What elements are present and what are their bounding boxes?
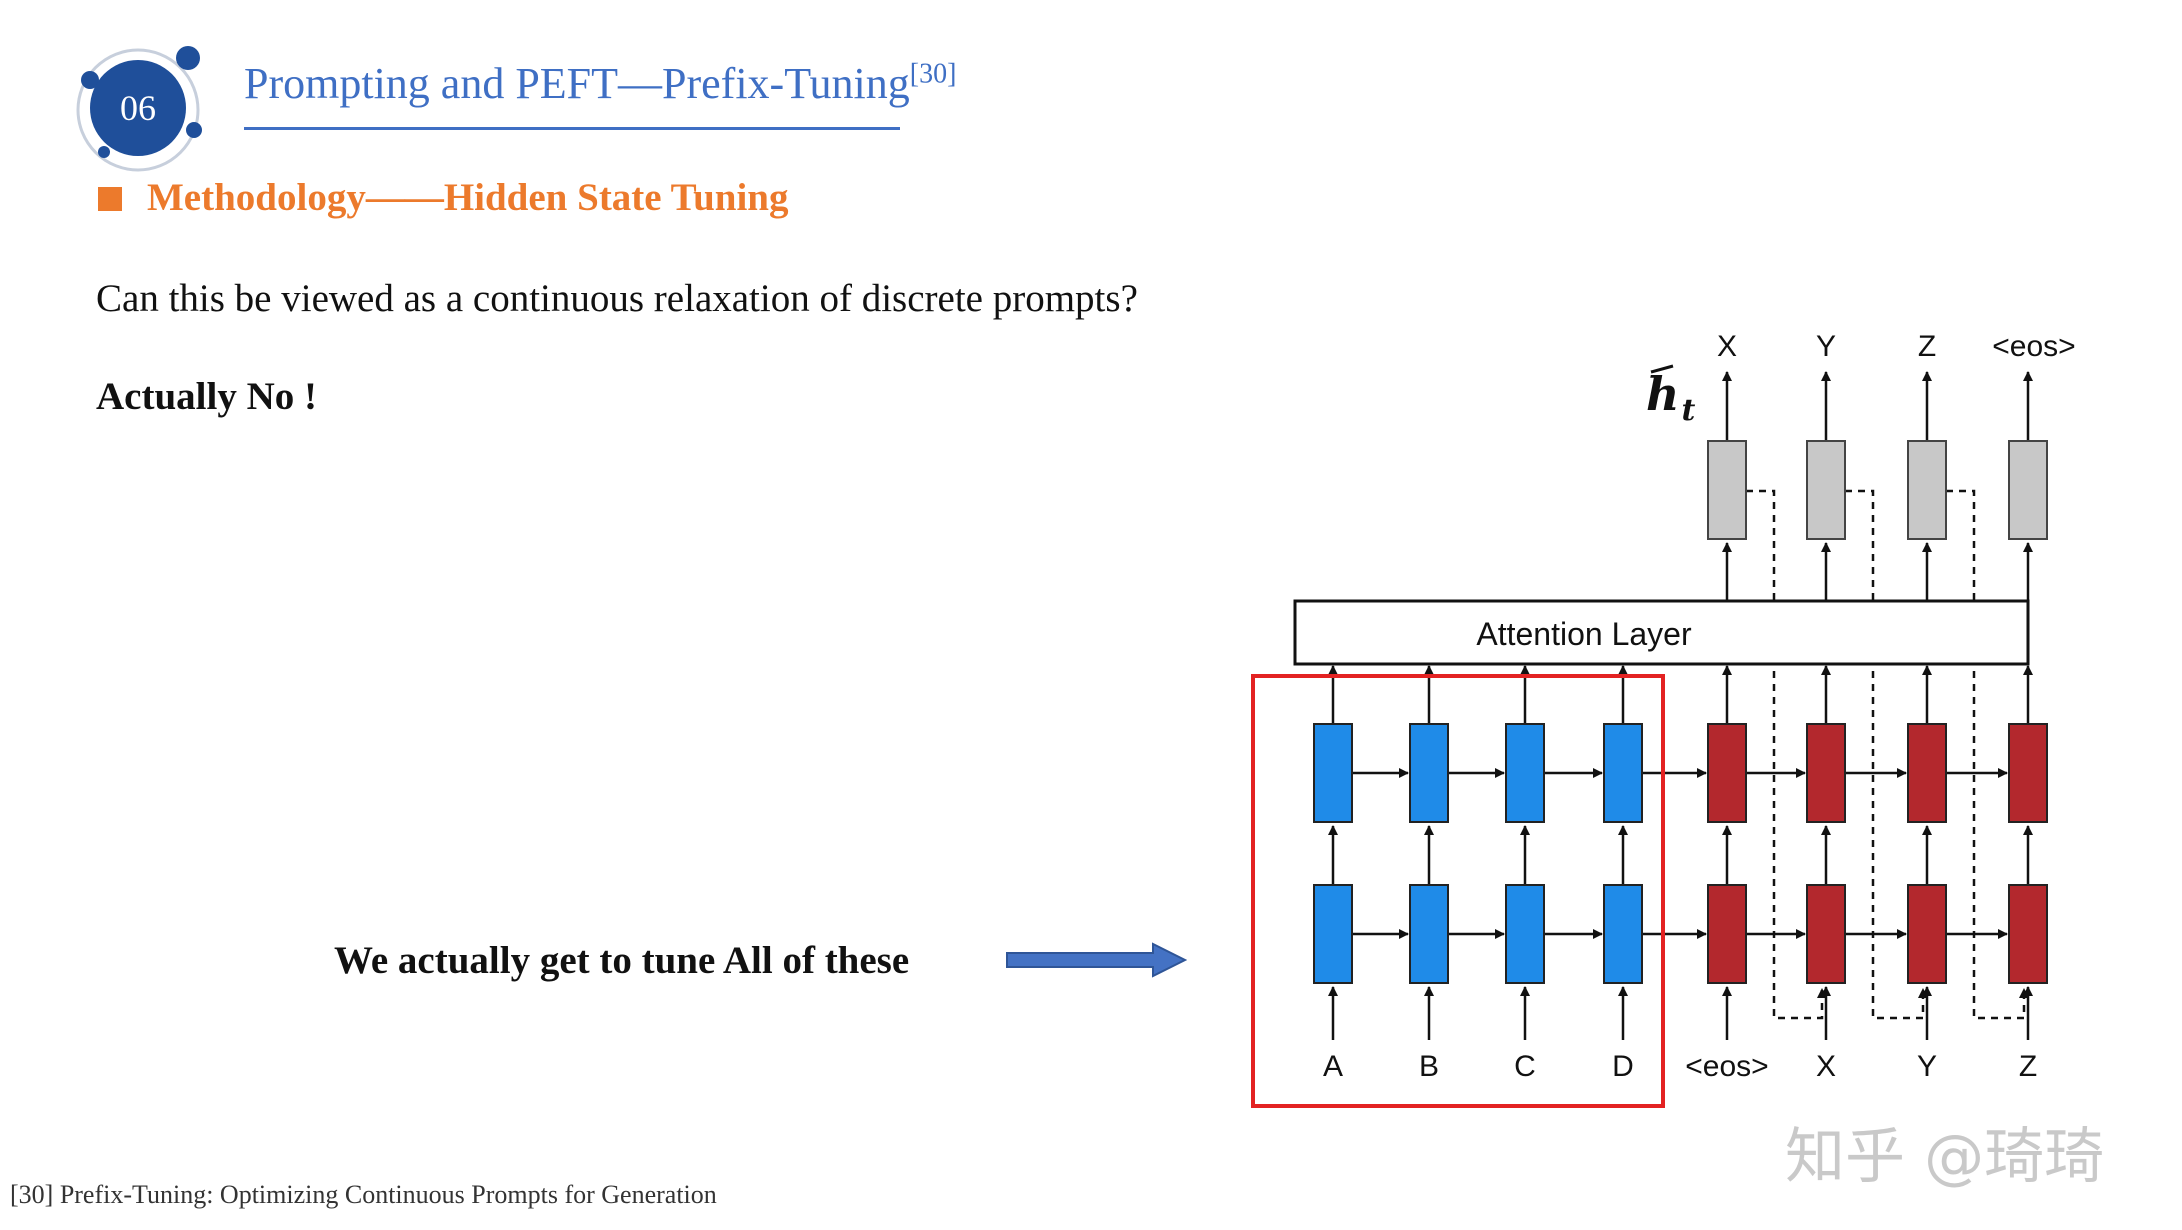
hidden-state-tilde bbox=[1650, 364, 1674, 374]
decoder-cell bbox=[1907, 723, 1947, 823]
output-cell bbox=[1907, 440, 1947, 540]
attention-feedback-dashes bbox=[1746, 489, 2029, 1020]
bullet-square-icon bbox=[98, 187, 122, 211]
pointer-arrow-shape bbox=[1006, 942, 1187, 978]
title-underline bbox=[244, 127, 900, 130]
attention-layer-label: Attention Layer bbox=[1476, 616, 1692, 652]
encoder-cell bbox=[1409, 884, 1449, 984]
input-token-label: <eos> bbox=[1685, 1050, 1768, 1083]
prefix-highlight-box bbox=[1251, 674, 1665, 1108]
encoder-cell bbox=[1505, 884, 1545, 984]
section-subheading: Methodology——Hidden State Tuning bbox=[147, 176, 789, 219]
encoder-cell bbox=[1313, 723, 1353, 823]
feedback-dashed-arrow bbox=[1845, 489, 1928, 1020]
diagram-cells bbox=[1313, 440, 2048, 984]
decoder-cell bbox=[2008, 884, 2048, 984]
output-token-label: Z bbox=[1918, 330, 1936, 363]
tune-note-text: We actually get to tune All of these bbox=[334, 939, 910, 982]
right-arrow-icon bbox=[1006, 942, 1187, 978]
slide-title: Prompting and PEFT—Prefix-Tuning[30] bbox=[244, 58, 956, 109]
section-number: 06 bbox=[90, 60, 186, 156]
input-token-label: X bbox=[1816, 1050, 1836, 1083]
encoder-cell bbox=[1603, 884, 1643, 984]
input-token-label: Z bbox=[2019, 1050, 2037, 1083]
decoder-cell bbox=[1806, 884, 1846, 984]
input-token-label: D bbox=[1612, 1050, 1634, 1083]
footnote-citation: [30] Prefix-Tuning: Optimizing Continuou… bbox=[10, 1180, 717, 1209]
feedback-dashed-arrow bbox=[1946, 489, 2029, 1020]
input-token-label: Y bbox=[1917, 1050, 1937, 1083]
feedback-dashed-arrow bbox=[1746, 489, 1827, 1020]
decoder-cell bbox=[1907, 884, 1947, 984]
output-token-label: Y bbox=[1816, 330, 1836, 363]
decoder-cell bbox=[1707, 723, 1747, 823]
encoder-cell bbox=[1603, 723, 1643, 823]
output-cell bbox=[1806, 440, 1846, 540]
question-text: Can this be viewed as a continuous relax… bbox=[96, 277, 1138, 320]
hidden-state-subscript: t bbox=[1681, 393, 1695, 428]
input-token-label: B bbox=[1419, 1050, 1439, 1083]
output-cell bbox=[2008, 440, 2048, 540]
encoder-cell bbox=[1409, 723, 1449, 823]
output-token-label: X bbox=[1717, 330, 1737, 363]
section-badge-ring bbox=[76, 46, 202, 172]
decoder-cell bbox=[1806, 723, 1846, 823]
title-citation: [30] bbox=[909, 58, 957, 90]
input-token-label: A bbox=[1323, 1050, 1343, 1083]
decoder-cell bbox=[1707, 884, 1747, 984]
answer-text: Actually No ! bbox=[96, 375, 317, 418]
hidden-state-label: ht bbox=[1646, 367, 1695, 428]
encoder-cell bbox=[1505, 723, 1545, 823]
decoder-cell bbox=[2008, 723, 2048, 823]
hidden-state-symbol: h bbox=[1646, 367, 1679, 421]
watermark: 知乎 @琦琦 bbox=[1785, 1122, 2105, 1192]
output-cell bbox=[1707, 440, 1747, 540]
encoder-cell bbox=[1313, 884, 1353, 984]
input-token-label: C bbox=[1514, 1050, 1536, 1083]
output-token-label: <eos> bbox=[1992, 330, 2075, 363]
attention-layer-box bbox=[1293, 599, 2030, 666]
slide-title-text: Prompting and PEFT—Prefix-Tuning bbox=[244, 59, 910, 108]
diagram-token-labels: A B C D <eos> X Y Z X Y Z <eos> bbox=[1323, 330, 2076, 1083]
